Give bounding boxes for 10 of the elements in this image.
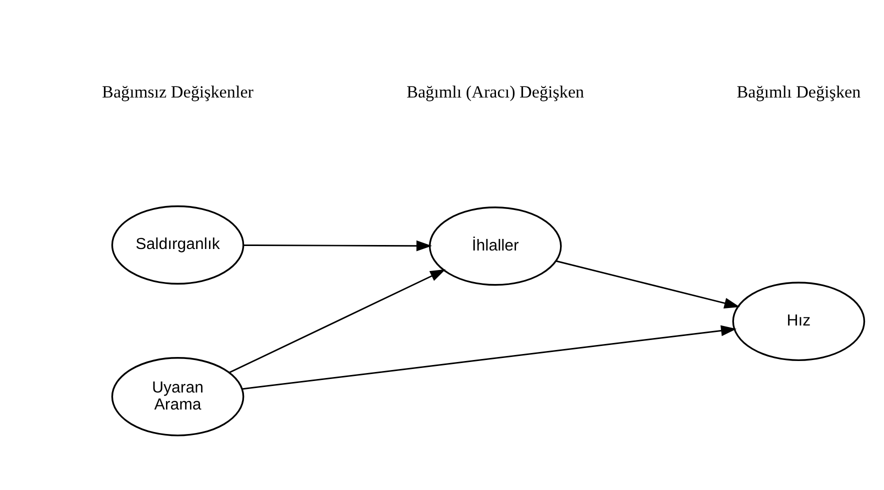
arrow — [555, 260, 740, 308]
node-ellipse: Saldırganlık — [110, 205, 244, 285]
arrow — [242, 240, 432, 252]
label: Bağımsız Değişkenler — [102, 82, 253, 102]
label: Bağımlı Değişken — [736, 82, 860, 102]
arrow — [242, 325, 736, 390]
label: Bağımlı (Aracı) Değişken — [406, 82, 584, 102]
node-ellipse: Hız — [732, 282, 865, 362]
arrow — [228, 269, 446, 374]
node-ellipse: Uyaran Arama — [110, 357, 244, 436]
